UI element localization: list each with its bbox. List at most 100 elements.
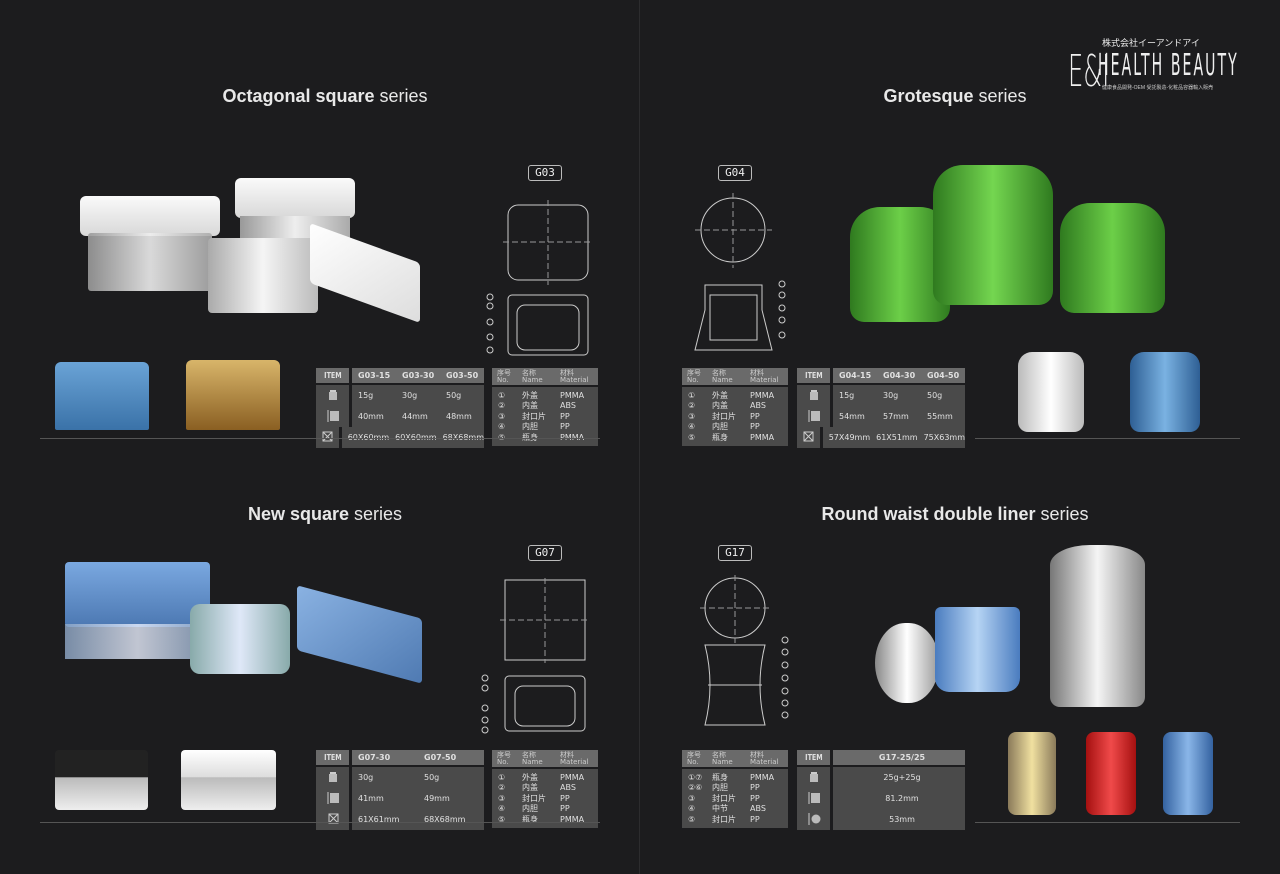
column-header: G04-30 (883, 371, 916, 380)
part-number: ③ (498, 411, 506, 421)
product-image-g07-group (65, 562, 425, 692)
spec-value: 54mm (833, 406, 877, 427)
ei-logo-icon: E&I (1068, 46, 1109, 97)
part-number: ④ (688, 804, 696, 814)
part-number: ③ (688, 793, 696, 803)
part-number: ⑤ (688, 432, 696, 442)
product-image-g17-group (875, 545, 1150, 710)
part-number: ② (688, 401, 696, 411)
spec-row: 53mm (797, 809, 965, 830)
series-title: Octagonal square series (125, 86, 525, 107)
column-header: 材料 Material (750, 750, 779, 766)
column-header: 名称 Name (712, 368, 733, 384)
material-table-header: 序号 No. 名称 Name 材料 Material (492, 368, 598, 385)
brand-tagline: 健康食品開発-OEM 受託製造-化粧品容器輸入販売 (1102, 85, 1214, 91)
part-material: PMMA (750, 772, 775, 782)
spec-row: 81.2mm (797, 788, 965, 809)
column-header: 材料 Material (750, 368, 779, 384)
height-icon (807, 791, 821, 806)
column-header: ITEM (323, 371, 342, 380)
height-icon (326, 791, 340, 806)
part-name: 封口片 (712, 814, 736, 824)
spec-value: 57X49mm (822, 427, 871, 448)
part-name: 内胆 (712, 422, 728, 432)
part-number: ②⑥ (688, 783, 703, 793)
column-header: 名称 Name (522, 368, 543, 384)
part-material: PP (750, 783, 760, 793)
technical-drawing-g04 (694, 193, 786, 351)
spec-value: 48mm (440, 406, 484, 427)
column-header: 材料 Material (560, 368, 589, 384)
product-image-g17-blue (1163, 732, 1213, 815)
part-number: ④ (688, 422, 696, 432)
column-header: G07-30 (358, 753, 391, 762)
capacity-icon (808, 389, 820, 403)
part-material: PP (560, 411, 570, 421)
part-name: 外盖 (522, 772, 538, 782)
part-material: PP (750, 814, 760, 824)
part-material: ABS (560, 783, 576, 793)
part-number: ④ (498, 804, 506, 814)
column-header: 序号 No. (687, 750, 701, 766)
part-material: ABS (560, 401, 576, 411)
part-material: ABS (750, 804, 766, 814)
part-material: PMMA (560, 772, 585, 782)
part-material: PMMA (750, 390, 775, 400)
part-material: PP (750, 411, 760, 421)
technical-drawing-g03 (486, 200, 593, 356)
series-title: New square series (125, 504, 525, 525)
spec-value: 15g (352, 385, 396, 406)
part-number: ⑤ (492, 433, 522, 442)
part-number: ① (498, 772, 506, 782)
part-number: ① (498, 390, 506, 400)
svg-text:E&I: E&I (1068, 46, 1109, 94)
spec-value: 75X63mm (917, 427, 965, 448)
part-name: 内胆 (522, 422, 538, 432)
product-image-g03-group (80, 178, 430, 324)
spec-value: 57mm (877, 406, 921, 427)
technical-drawing-g17 (700, 575, 789, 726)
column-header: G03-50 (446, 371, 479, 380)
spec-value: 50g (921, 385, 965, 406)
column-header: ITEM (804, 371, 823, 380)
part-name: 封口片 (522, 411, 546, 421)
spec-value: 30g (396, 385, 440, 406)
spec-value: 68X68mm (436, 427, 484, 448)
part-material: PP (750, 422, 760, 432)
diameter-icon (807, 812, 821, 827)
part-number: ① (688, 390, 696, 400)
series-suffix: series (978, 86, 1027, 106)
series-title: Grotesque series (755, 86, 1155, 107)
dimension-icon (326, 813, 340, 827)
series-suffix: series (354, 504, 403, 524)
product-image-g04-blue (1130, 352, 1200, 432)
series-name: Octagonal square (222, 86, 375, 106)
material-row: ① 外盖 PMMA (492, 772, 598, 783)
column-header: 序号 No. (497, 368, 511, 384)
part-name: 外盖 (522, 390, 538, 400)
spec-value: 30g (877, 385, 921, 406)
height-icon (326, 409, 340, 424)
column-header: G04-50 (927, 371, 960, 380)
spec-value: 53mm (833, 809, 965, 830)
part-number: ⑤ (498, 814, 506, 824)
